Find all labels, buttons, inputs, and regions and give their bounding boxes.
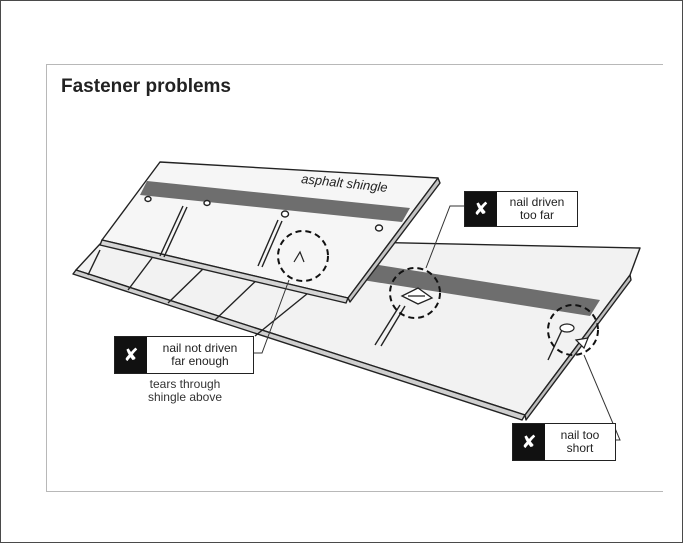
figure-title: Fastener problems [61,76,231,97]
x-mark-icon: ✘ [115,337,147,373]
leader-too-far [425,205,464,269]
nail-too-far-detail [400,287,434,305]
callout-not-driven-enough: ✘ nail not driven far enough [114,336,254,374]
circle-too-short [547,304,599,356]
nail-too-short-detail [559,323,589,350]
callout-text-driven-too-far: nail driven too far [509,195,565,222]
highlight-circles [277,230,599,356]
circle-not-far-enough [277,230,329,282]
sealant-stripe-lower [350,262,600,316]
leader-not-far-enough [252,279,290,354]
tears-through-note: tears through shingle above [147,377,223,404]
upper-shingle [99,161,441,304]
figure-panel [46,64,663,492]
callout-driven-too-far: ✘ nail driven too far [464,191,578,227]
sealant-stripe-upper [140,181,410,222]
callout-text-too-short: nail too short [560,428,600,455]
nail-not-far-enough-detail [293,250,305,263]
callout-too-short: ✘ nail too short [512,423,616,461]
x-mark-icon: ✘ [513,424,545,460]
lower-shingle-course [72,241,641,421]
x-mark-icon: ✘ [465,192,497,226]
callout-text-not-driven-enough: nail not driven far enough [162,341,238,368]
circle-too-far [389,267,441,319]
